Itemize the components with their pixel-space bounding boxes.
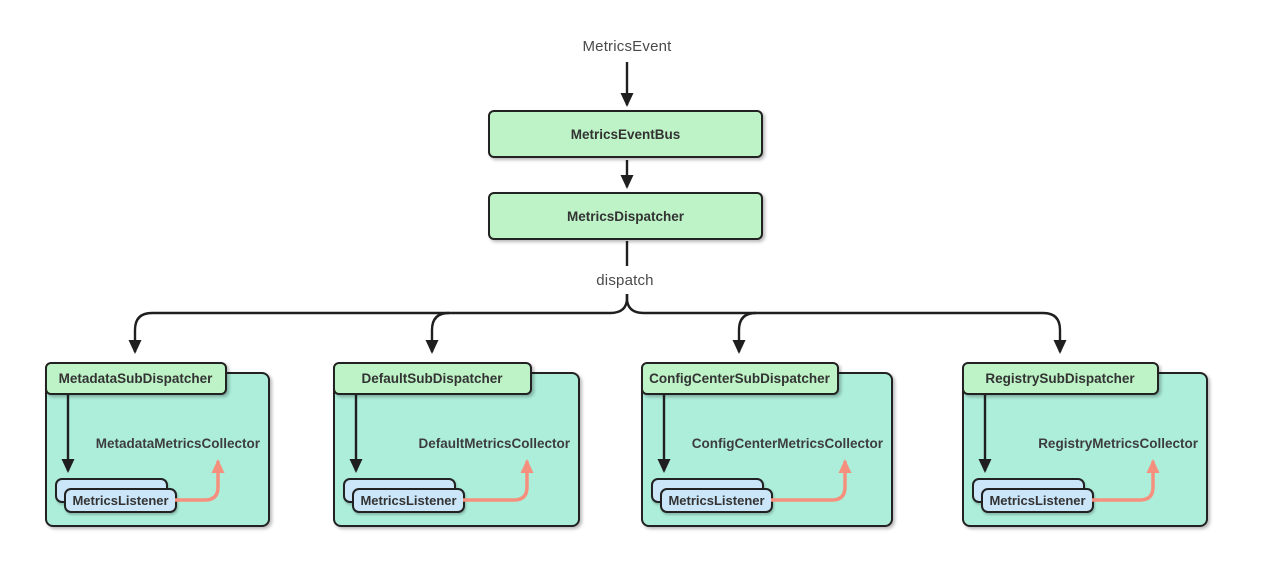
group-metadata-container: MetadataSubDispatcher MetadataMetricsCol… <box>44 361 270 527</box>
arrow-dispatch-to-registry <box>625 294 1067 354</box>
node-metrics-event-bus-label: MetricsEventBus <box>570 126 681 142</box>
metadata-collector-label: MetadataMetricsCollector <box>95 436 260 451</box>
default-listener-label: MetricsListener <box>360 493 457 508</box>
node-default-sub-dispatcher-label: DefaultSubDispatcher <box>361 370 503 386</box>
configcenter-collector-label: ConfigCenterMetricsCollector <box>691 436 883 451</box>
metadata-listener-label: MetricsListener <box>72 493 169 508</box>
node-configcenter-sub-dispatcher-label: ConfigCenterSubDispatcher <box>649 370 830 386</box>
dispatch-edge-label: dispatch <box>596 272 654 289</box>
registry-listener-label: MetricsListener <box>989 493 1086 508</box>
node-metadata-sub-dispatcher: MetadataSubDispatcher <box>44 361 227 395</box>
metrics-event-label: MetricsEvent <box>582 38 672 55</box>
arrow-dispatch-to-configcenter <box>732 311 757 354</box>
group-registry-container: RegistrySubDispatcher RegistryMetricsCol… <box>961 361 1208 527</box>
node-metrics-dispatcher-label: MetricsDispatcher <box>566 208 685 224</box>
group-configcenter-container: ConfigCenterSubDispatcher ConfigCenterMe… <box>640 361 893 527</box>
metadata-listener-card: MetricsListener <box>64 488 177 513</box>
default-listener-card: MetricsListener <box>352 488 465 513</box>
configcenter-listener-card: MetricsListener <box>660 488 773 513</box>
arrow-dispatch-to-default <box>425 311 450 354</box>
node-configcenter-sub-dispatcher: ConfigCenterSubDispatcher <box>640 361 839 395</box>
registry-listener-card: MetricsListener <box>981 488 1094 513</box>
node-metadata-sub-dispatcher-label: MetadataSubDispatcher <box>58 370 213 386</box>
configcenter-listener-label: MetricsListener <box>668 493 765 508</box>
node-metrics-event-bus: MetricsEventBus <box>488 110 763 158</box>
arrow-dispatch-to-metadata <box>128 294 629 354</box>
node-metrics-dispatcher: MetricsDispatcher <box>488 192 763 240</box>
default-collector-label: DefaultMetricsCollector <box>418 436 570 451</box>
node-registry-sub-dispatcher: RegistrySubDispatcher <box>961 361 1159 395</box>
node-default-sub-dispatcher: DefaultSubDispatcher <box>332 361 532 395</box>
group-default-container: DefaultSubDispatcher DefaultMetricsColle… <box>332 361 580 527</box>
registry-collector-label: RegistryMetricsCollector <box>1038 436 1198 451</box>
node-registry-sub-dispatcher-label: RegistrySubDispatcher <box>985 370 1135 386</box>
